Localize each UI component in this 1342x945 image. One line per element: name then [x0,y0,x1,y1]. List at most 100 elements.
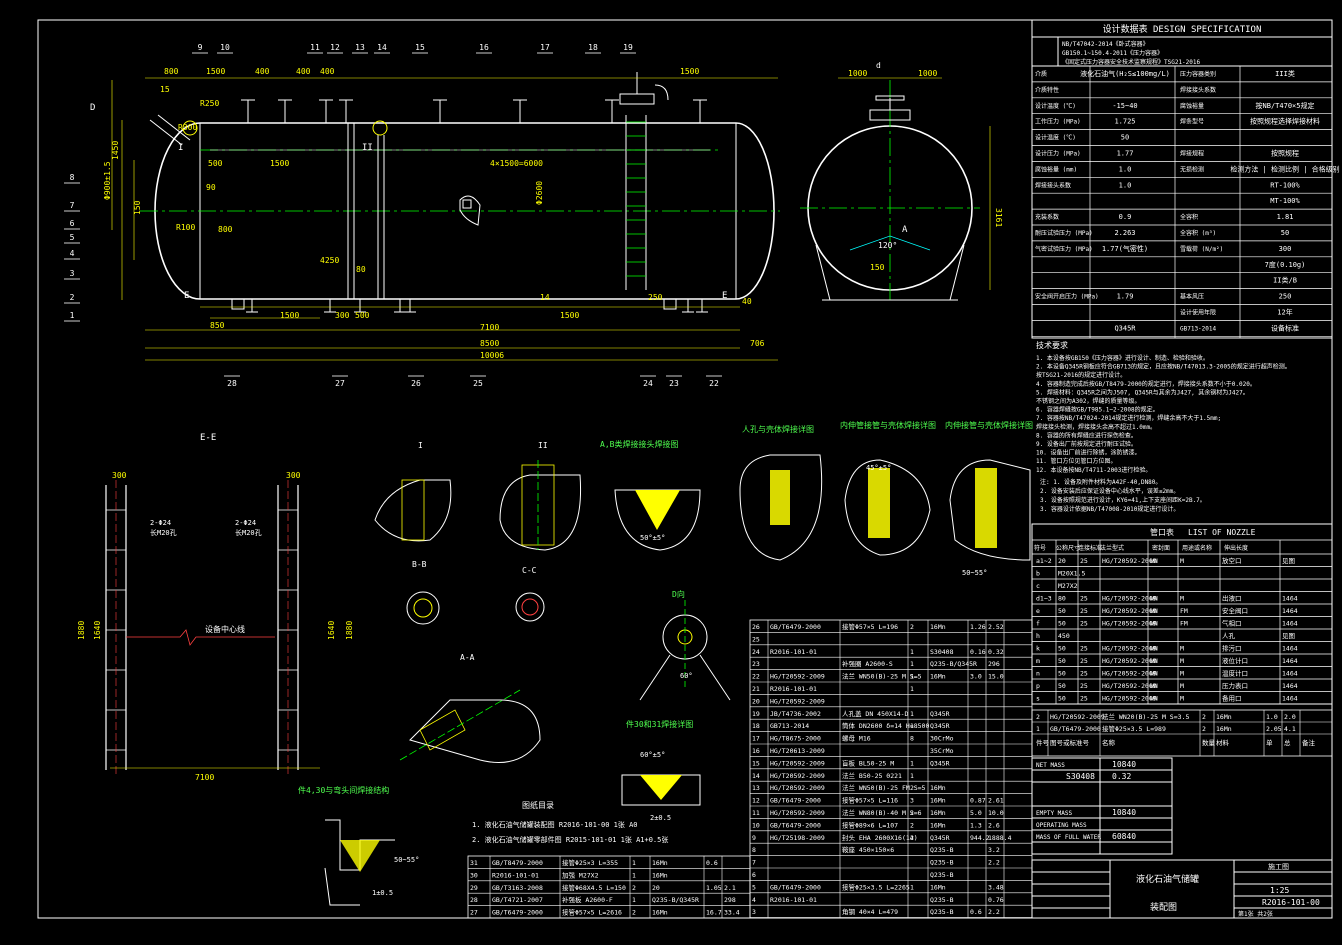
weld-30-31-gap: 2±0.5 [650,814,671,822]
water-mass-label: MASS OF FULL WATER [1036,834,1101,841]
weld-inner-angle: 45°±5° [866,464,891,472]
detail-ii-title: II [538,441,548,450]
part-7-6: 2.2 [988,859,1000,867]
balloon-left-5: 5 [70,233,75,242]
part-bottom-29-4: 20 [652,884,660,892]
balloon-top-11: 11 [310,43,320,52]
part-26-0: 26 [752,623,760,631]
view-label-4: E [184,291,189,301]
nozzle-0-6: 放空口 [1222,556,1242,565]
dim-left-0: 1450 [111,141,120,160]
dim-bottom-6: 8500 [480,339,499,348]
part-mid-2-2: 法兰 WN20(B)-25 M S=3.5 [1102,712,1189,721]
part-18-3: 1 [910,722,914,730]
part-9-0: 9 [752,834,756,842]
nozzle-9-0: n [1036,670,1040,678]
part-mid-1-2: 接管Φ25×3.5 L=989 [1102,724,1166,733]
part-bottom-29-0: 29 [470,884,478,892]
nozzle-7-3: HG/T20592-2009 [1102,645,1157,653]
nozzle-10-4: WN [1150,682,1158,690]
nozzle-11-5: M [1180,695,1184,703]
nozzle-5-0: f [1036,620,1040,628]
nozzle-5-6: 气相口 [1222,619,1242,628]
part-3-0: 3 [752,908,756,916]
side-dim-150: 150 [870,263,885,272]
part-4-6: 0.76 [988,896,1004,904]
part-bottom-28-0: 28 [470,896,478,904]
spec-key-11: 气密试验压力 (MPa) [1035,245,1093,253]
tech-note-6: 6. 容器焊缝按GB/T985.1~2-2008的规定。 [1036,406,1159,414]
nozzle-3-4: WN [1150,595,1158,603]
parts-header-4: 材料 [1216,738,1230,747]
part-bottom-27-5: 16.7 [706,909,722,917]
nozzle-4-3: HG/T20592-2009 [1102,607,1157,615]
dim-inner-0: 500 [208,159,223,168]
part-8-2: 鞍座 450×150×6 [842,845,894,854]
part-bottom-29-3: 2 [632,884,636,892]
part-9-4: Q345R [930,834,950,842]
nozzle-2-1: M27X2 [1058,582,1078,590]
dim-bottom-3: 500 [355,311,370,320]
spec-val2-2: 按NB/T470×5规定 [1256,101,1315,110]
drawing-name-2: 装配图 [1150,901,1177,913]
net-mass-label: NET MASS [1036,762,1065,769]
nozzle-8-7: 1464 [1282,657,1298,665]
weld-inner-title: 内伸管接管与壳体焊接详图 [840,420,936,430]
part-26-1: GB/T6479-2000 [770,623,821,631]
part-4-4: Q235-B [930,896,954,904]
part-24-0: 24 [752,648,760,656]
part-19-2: 人孔盖 DN 450X14-D [842,709,909,718]
tech-note-0: 1. 本设备按GB150《压力容器》进行设计、制造、检验和验收。 [1036,354,1209,362]
mat-name: S30408 [1066,772,1095,781]
part-24-5: 0.16 [970,648,986,656]
dim-bottom-2: 300 [335,311,350,320]
part-23-0: 23 [752,660,760,668]
part-bottom-30-3: 1 [632,871,636,879]
weld-manhole-title: 人孔与壳体焊接详图 [742,424,814,434]
part-24-1: R2016-101-01 [770,648,817,656]
balloon-bottom-25: 25 [473,379,483,388]
spec-standard-3: 《固定式压力容器安全技术监察规程》TSG21-2016 [1062,58,1201,66]
nozzle-8-0: m [1036,657,1040,665]
part-21-3: 1 [910,685,914,693]
part-mid-1-0: 1 [1036,725,1040,733]
nozzle-3-3: HG/T20592-2009 [1102,595,1157,603]
part-bottom-27-4: 16Mn [652,909,668,917]
balloon-left-8: 8 [70,173,75,182]
dim-top-1: 1500 [206,67,225,76]
nozzle-5-4: WN [1150,620,1158,628]
spec-val2-11: 300 [1279,245,1292,253]
part-20-1: HG/T20592-2009 [770,697,825,705]
spec-val-14: 1.79 [1117,293,1134,301]
part-4-1: R2016-101-01 [770,896,817,904]
nozzle-9-4: WN [1150,670,1158,678]
nozzle-4-7: 1464 [1282,607,1298,615]
weld-430-gap: 1±0.5 [372,889,393,897]
spec-val-5: 1.77 [1117,150,1134,158]
part-mid-2-6: 2.0 [1284,713,1296,721]
dim-bottom-7: 10006 [480,351,504,360]
nozzle-col-0: 符号 [1034,544,1046,552]
tech-note-1: 2. 本设备Q345R钢板应符合GB713的规定，且应按NB/T47013.3-… [1036,363,1291,371]
part-18-1: GB713-2014 [770,722,809,730]
balloon-bottom-24: 24 [643,379,653,388]
nozzle-11-6: 备用口 [1222,694,1242,703]
part-10-5: 1.3 [970,821,982,829]
spec-val2-7: RT-100% [1270,181,1300,189]
mat-val: 0.32 [1112,772,1131,781]
ee-hole-label-4: 长M20孔 [235,528,262,537]
tech-note-4: 5. 焊接材料：Q345R之间为J507, Q345R与其余为J427, 其余钢… [1036,388,1249,396]
part-11-2: 法兰 WN80(B)-40 M S=6 [842,808,922,817]
nozzle-7-6: 排污口 [1222,644,1242,653]
nozzle-4-4: WN [1150,607,1158,615]
part-14-1: HG/T20592-2009 [770,772,825,780]
nozzle-6-1: 450 [1058,632,1070,640]
nozzle-9-1: 50 [1058,670,1066,678]
nozzle-0-4: WN [1150,557,1158,565]
spec-val2-0: III类 [1275,69,1295,78]
side-dim-3161: 3161 [994,208,1003,227]
part-11-5: 5.0 [970,809,982,817]
part-bottom-31-3: 1 [632,859,636,867]
